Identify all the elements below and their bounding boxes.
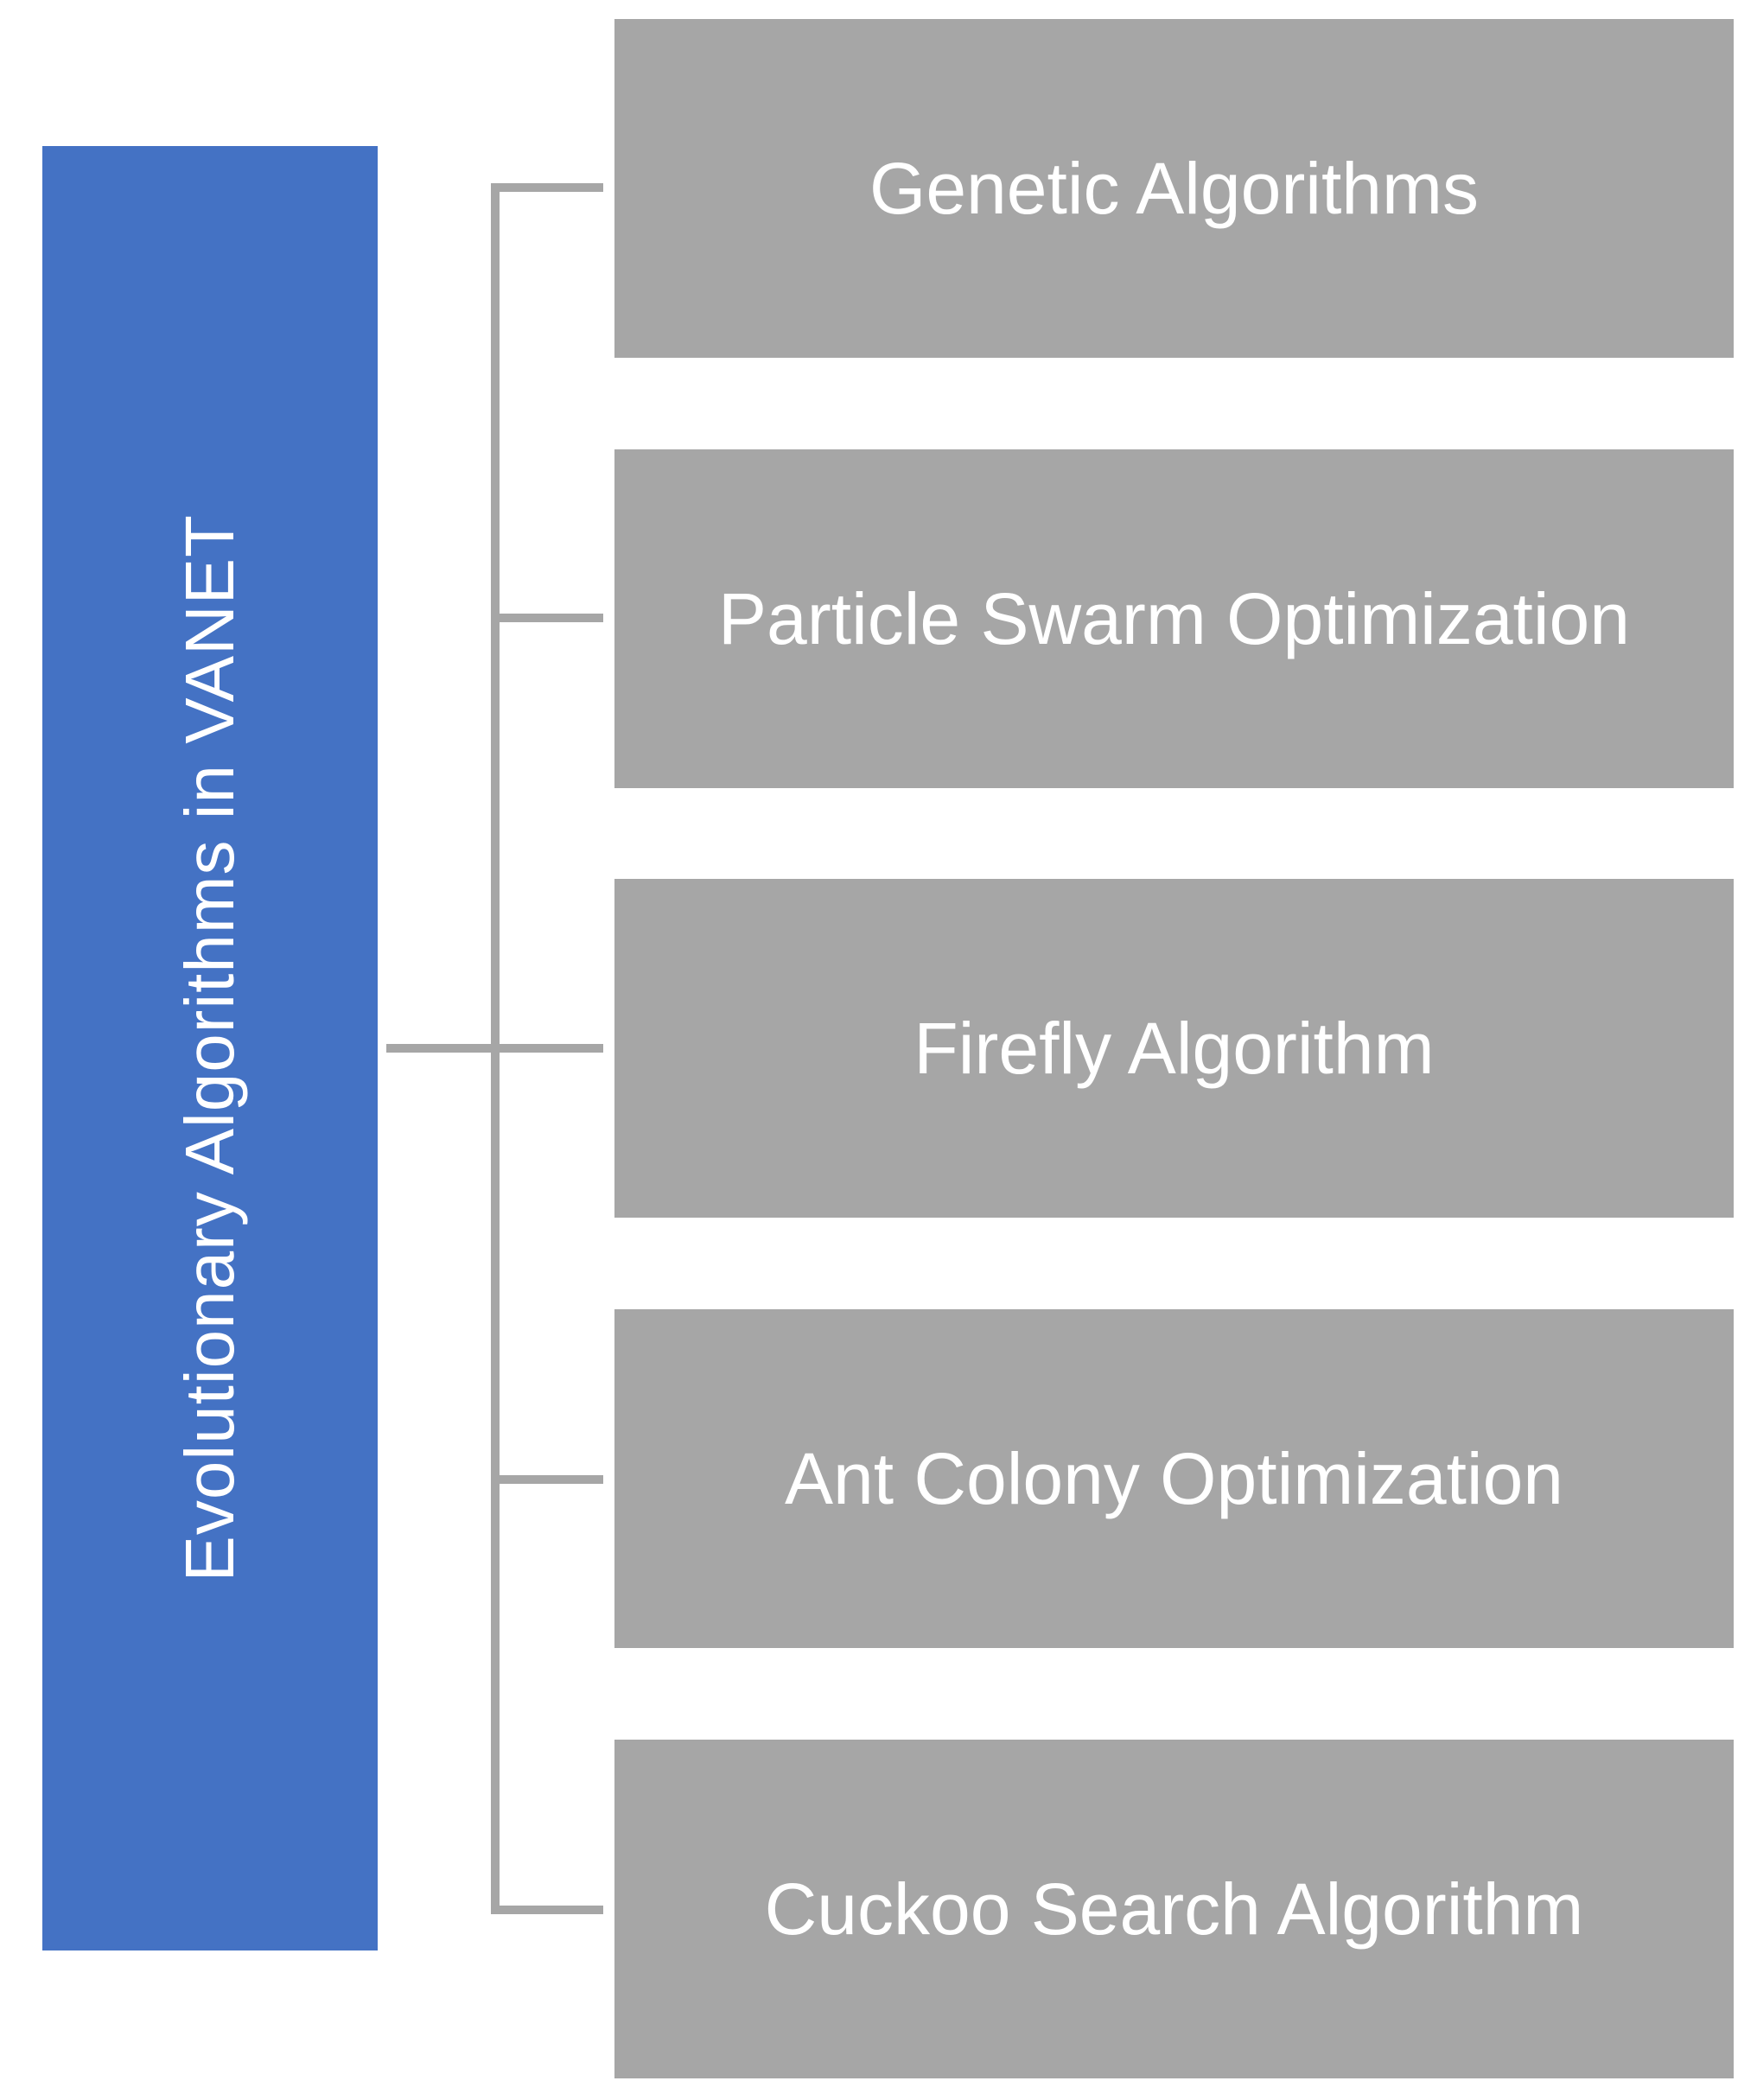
connector-branch-cuckoo bbox=[491, 1906, 603, 1914]
connector-branch-firefly bbox=[386, 1044, 603, 1053]
child-node-cuckoo-search-algorithm: Cuckoo Search Algorithm bbox=[614, 1740, 1734, 2078]
connector-branch-aco bbox=[491, 1475, 603, 1484]
child-node-ant-colony-optimization: Ant Colony Optimization bbox=[614, 1309, 1734, 1648]
connector-branch-genetic bbox=[491, 183, 603, 192]
child-node-label: Genetic Algorithms bbox=[869, 148, 1479, 229]
child-node-label: Cuckoo Search Algorithm bbox=[764, 1868, 1584, 1950]
child-node-label: Firefly Algorithm bbox=[914, 1008, 1435, 1089]
root-node-label: Evolutionary Algorithms in VANET bbox=[171, 514, 248, 1582]
child-node-particle-swarm-optimization: Particle Swarm Optimization bbox=[614, 449, 1734, 788]
child-node-label: Particle Swarm Optimization bbox=[718, 578, 1630, 659]
child-node-genetic-algorithms: Genetic Algorithms bbox=[614, 19, 1734, 358]
child-node-label: Ant Colony Optimization bbox=[784, 1438, 1564, 1519]
root-node-evolutionary-algorithms: Evolutionary Algorithms in VANET bbox=[42, 146, 378, 1950]
child-node-firefly-algorithm: Firefly Algorithm bbox=[614, 879, 1734, 1218]
connector-branch-pso bbox=[491, 614, 603, 622]
